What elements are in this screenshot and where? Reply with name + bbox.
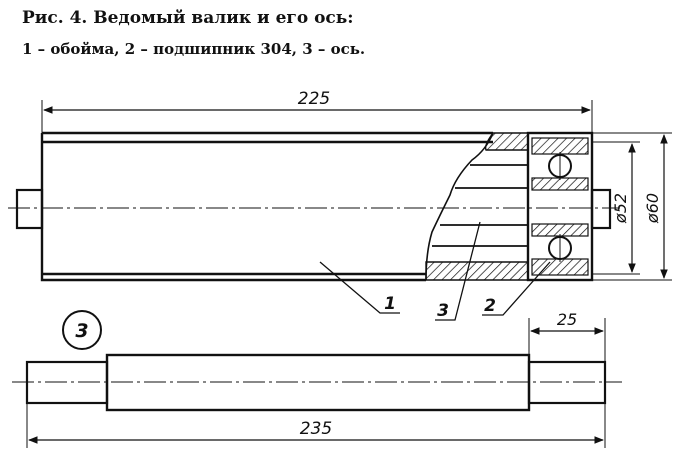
break-line	[425, 132, 494, 281]
leader-1	[319, 261, 400, 314]
leader-2	[482, 261, 551, 316]
shell-section-top	[484, 132, 529, 151]
axle-stub-left	[15, 188, 44, 230]
leader-3	[435, 221, 481, 321]
shell-section-bottom	[425, 261, 529, 281]
axle-badge-number: 3	[75, 320, 88, 342]
dim-label-60: ø60	[643, 193, 662, 224]
roller-assembly: 225 ø52 ø60 1 3 2	[8, 89, 672, 321]
figure-title: Рис. 4. Ведомый валик и его ось:	[22, 8, 354, 28]
callout-3: 3	[437, 301, 449, 321]
axle-part: 3 25 235	[12, 310, 622, 448]
axle-stub-right	[590, 188, 612, 230]
bearing-outer-race-top	[531, 137, 589, 155]
dim-label-225: 225	[298, 89, 330, 109]
callout-2: 2	[484, 296, 496, 316]
dim-label-235: 235	[300, 419, 332, 439]
axle-inner-lines	[432, 164, 528, 247]
axle-badge-circle	[62, 310, 102, 350]
dim-label-25: 25	[557, 310, 577, 329]
dim-label-52: ø52	[611, 193, 630, 224]
figure-legend: 1 – обойма, 2 – подшипник 304, 3 – ось.	[22, 40, 366, 58]
roller-shell-outline	[40, 131, 493, 282]
callout-1: 1	[384, 294, 396, 314]
